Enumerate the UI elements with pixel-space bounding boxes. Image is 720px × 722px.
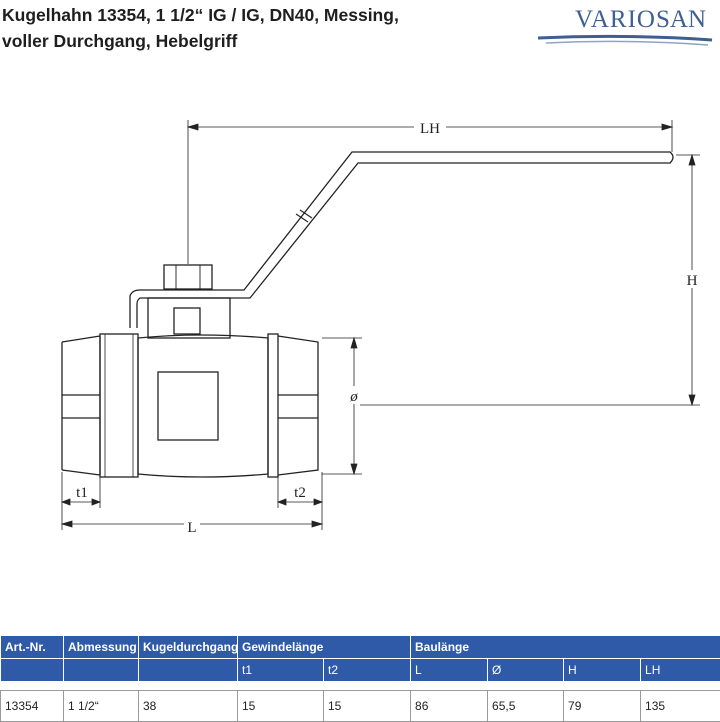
l-label: L [187,520,196,536]
cell-kugeldurchgang: 38 [139,691,238,722]
spec-table: Art.-Nr. Abmessung Kugeldurchgang Gewind… [0,635,720,722]
header-baulaenge: Baulänge [411,636,720,659]
subheader-t1: t1 [238,659,324,682]
subheader-empty [64,659,139,682]
cell-h: 79 [564,691,641,722]
header-kugeldurchgang: Kugeldurchgang [139,636,238,659]
cell-lh: 135 [641,691,720,722]
cell-t2: 15 [324,691,411,722]
right-collar [268,334,278,477]
subheader-empty [1,659,64,682]
subheader-empty [139,659,238,682]
cell-d: 65,5 [488,691,564,722]
header-gewindelaenge: Gewindelänge [238,636,411,659]
t1-label: t1 [76,485,88,501]
stem-nut-face [176,265,200,289]
cell-art-nr: 13354 [1,691,64,722]
body-window [158,372,218,440]
cell-abmessung: 1 1/2“ [64,691,139,722]
left-collar-inner [105,334,133,477]
cell-t1: 15 [238,691,324,722]
subheader-lh: LH [641,659,720,682]
left-hex-end [62,336,100,475]
subheader-d: Ø [488,659,564,682]
subheader-h: H [564,659,641,682]
t2-label: t2 [294,485,306,501]
stem-square [174,308,200,334]
handle-lever [130,152,673,328]
lh-label: LH [420,121,440,137]
header-abmessung: Abmessung [64,636,139,659]
diameter-label: ø [349,389,358,405]
right-hex-end [278,336,318,475]
cell-l: 86 [411,691,488,722]
stem-neck [148,298,230,338]
header-art-nr: Art.-Nr. [1,636,64,659]
left-collar [100,334,138,477]
subheader-l: L [411,659,488,682]
table-subheader-row: t1 t2 L Ø H LH [1,659,720,682]
subheader-t2: t2 [324,659,411,682]
stem-nut [164,265,212,289]
table-header-row: Art.-Nr. Abmessung Kugeldurchgang Gewind… [1,636,720,659]
table-row: 13354 1 1/2“ 38 15 15 86 65,5 79 135 [1,691,720,722]
h-label: H [687,273,698,289]
ball-valve-drawing: LH H ø t1 t2 L [0,0,720,630]
